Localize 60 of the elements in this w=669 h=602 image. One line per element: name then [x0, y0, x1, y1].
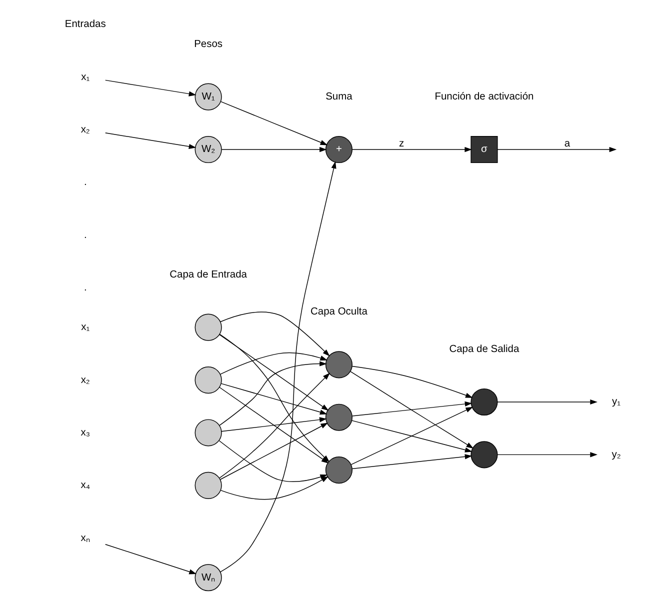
node-circle [194, 366, 222, 394]
label: Entradas [64, 19, 106, 30]
node-box: σ [470, 136, 498, 164]
arrow [220, 383, 328, 415]
arrow [221, 417, 327, 432]
arrow [350, 406, 474, 465]
label: x₁ [81, 322, 90, 334]
node-text: y₁ [612, 396, 621, 408]
edge-label: z [398, 138, 404, 150]
label: x₂ [80, 374, 90, 386]
arrow [220, 161, 336, 572]
arrow [497, 399, 598, 405]
node-circle [194, 314, 222, 341]
node-label: Suma [326, 92, 352, 103]
arrow [350, 371, 474, 449]
arrow [352, 454, 472, 470]
arrow [352, 366, 473, 398]
arrow [105, 132, 196, 149]
node-text: xₙ [80, 532, 90, 544]
node-text: x₂ [80, 124, 90, 136]
arrow [352, 420, 472, 452]
node-circle [194, 419, 222, 446]
label: Pesos [194, 38, 223, 50]
arrow [497, 146, 617, 152]
label: Capa Oculta [310, 306, 368, 318]
arrow [352, 401, 472, 416]
node-label: Función de activación [434, 92, 534, 103]
arrow [219, 361, 327, 426]
arrow [105, 544, 196, 574]
node-circle [194, 472, 222, 499]
arrow [221, 146, 327, 152]
label: Capa de Entrada [170, 269, 248, 280]
arrow [220, 101, 328, 146]
arrow [105, 80, 196, 96]
label: . [84, 282, 87, 294]
label: . [84, 177, 87, 188]
node-circle [470, 388, 498, 416]
label: x₃ [80, 427, 90, 438]
node-circle: Wₙ [194, 564, 222, 592]
label: x₄ [80, 480, 90, 492]
node-circle [325, 456, 352, 484]
edge-label: a [564, 138, 570, 150]
arrow [352, 146, 472, 152]
node-circle [325, 404, 352, 431]
arrow [497, 452, 598, 458]
arrow [220, 312, 330, 356]
arrow [219, 334, 329, 411]
node-circle [325, 351, 352, 378]
label: Capa de Salida [449, 344, 520, 356]
label: . [84, 230, 87, 241]
node-circle: W₁ [194, 83, 222, 110]
arrow [220, 422, 328, 480]
arrow [218, 440, 328, 482]
arrow [220, 476, 329, 500]
node-circle: + [325, 136, 352, 164]
arrow [220, 352, 328, 375]
node-text: y₂ [612, 449, 621, 460]
node-circle [470, 441, 498, 468]
node-text: x₁ [81, 72, 90, 83]
node-circle: W₂ [194, 136, 222, 164]
